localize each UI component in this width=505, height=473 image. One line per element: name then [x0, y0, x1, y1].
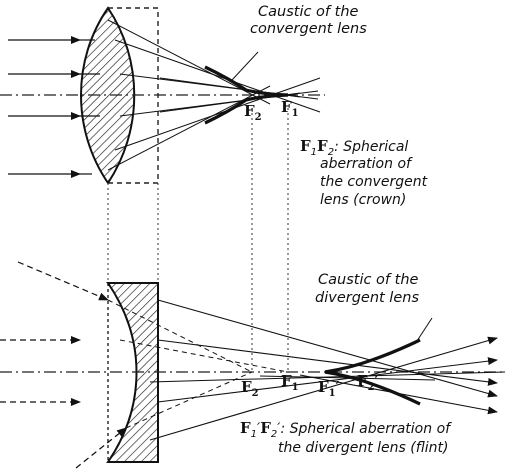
divergent-lens: [106, 282, 159, 463]
caustic-convergent-label-line2: convergent lens: [250, 21, 367, 37]
caustic-divergent-label-line2: divergent lens: [315, 290, 419, 306]
outgoing-ray: [157, 299, 498, 398]
focus-f2-lower-label: F2: [241, 378, 259, 399]
divergent-lens-group: [0, 261, 505, 469]
refracted-ray: [114, 77, 321, 151]
convergent-caustic-curve: [204, 93, 289, 125]
spherical-aberration-crown-line1: F1F2: Spherical: [300, 137, 409, 158]
spherical-aberration-crown-line3: the convergent: [320, 174, 428, 190]
convergent-caustic-curve: [204, 65, 289, 97]
caustic-pointer: [414, 317, 433, 345]
focus-f1-lower-label: F1: [281, 372, 299, 393]
incoming-ray-dashed: [17, 261, 109, 301]
focus-f2-prime-label: F2′: [357, 372, 379, 393]
spherical-aberration-flint-line1: F1′F2′: Spherical aberration of: [240, 419, 451, 440]
spherical-aberration-crown-line4: lens (crown): [320, 192, 407, 208]
spherical-aberration-crown-line2: aberration of: [320, 156, 411, 172]
virtual-ray: [119, 339, 289, 373]
incoming-ray-dashed: [75, 427, 127, 469]
outgoing-ray: [157, 357, 498, 403]
outgoing-ray: [149, 371, 505, 383]
spherical-aberration-flint-line2: the divergent lens (flint): [278, 440, 449, 456]
convergent-lens-group: [0, 6, 325, 185]
outgoing-ray: [149, 336, 498, 441]
focus-f2-label: F2: [244, 102, 262, 123]
virtual-ray: [125, 371, 253, 429]
caustic-divergent-label-line1: Caustic of the: [318, 272, 419, 288]
refracted-ray: [114, 39, 321, 113]
outgoing-ray: [157, 339, 498, 386]
divergent-caustic-curve: [324, 338, 421, 374]
caustic-pointer: [231, 51, 259, 81]
divergent-caustic-curve: [324, 370, 421, 406]
focus-f1-prime-label: F1′: [318, 378, 340, 399]
focus-f1-label: F1: [281, 98, 299, 119]
caustic-convergent-label-line1: Caustic of the: [258, 4, 359, 20]
